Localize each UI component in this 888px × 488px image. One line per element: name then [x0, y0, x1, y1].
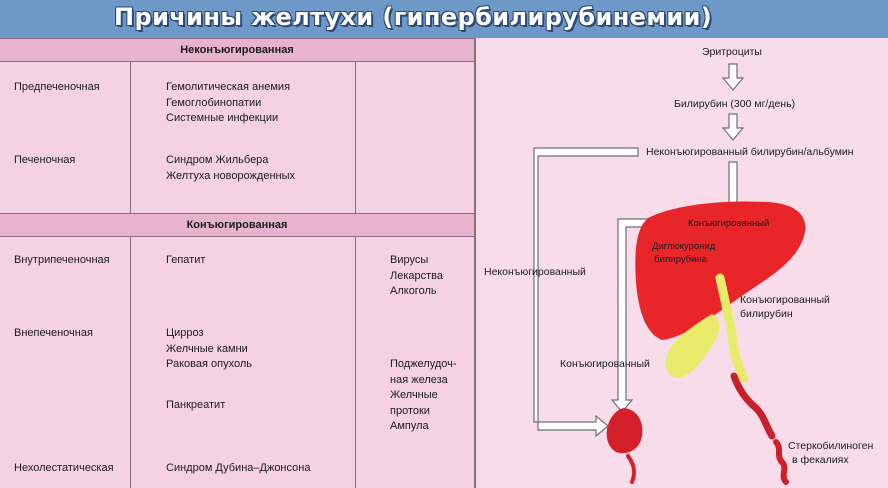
label-bilirubin: Билирубин (300 мг/день) — [674, 98, 796, 110]
cause-item: Гемоглобинопатии — [166, 96, 262, 109]
label-diglucuronide: билирубина — [654, 254, 707, 265]
detail-item: ная железа — [390, 373, 448, 386]
cause-item: Раковая опухоль — [166, 358, 252, 370]
table-right-border — [474, 38, 476, 488]
detail-item: Вирусы — [390, 254, 429, 266]
cause-item: Панкреатит — [166, 399, 226, 411]
section-header-conjugated: Конъюгированная — [0, 213, 474, 237]
column-divider — [355, 236, 356, 488]
column-divider — [130, 236, 131, 488]
bilirubin-metabolism-diagram: Эритроциты Билирубин (300 мг/день) Некон… — [476, 38, 888, 488]
page-title: Причины желтухи (гипербилирубинемии) — [114, 3, 713, 31]
label-unconjugated-side: Неконъюгированный — [484, 266, 586, 278]
label-unconjugated-albumin: Неконъюгированный билирубин/альбумин — [646, 146, 854, 158]
flow-arrow — [721, 63, 745, 91]
label-liver-conjugated: Конъюгированный — [688, 218, 770, 229]
cause-item: Желтуха новорожденных — [166, 169, 295, 182]
label-conjugated-lower: Конъюгированный — [560, 358, 650, 370]
feces-shape — [773, 439, 789, 485]
jaundice-causes-table: Неконъюгированная Предпеченочная Гемолит… — [0, 38, 476, 488]
flow-arrow — [721, 113, 745, 141]
detail-item: Желчные — [390, 389, 438, 401]
label-stercobilinogen: Стеркобилиноген — [788, 440, 874, 452]
kidney-shape — [606, 408, 643, 454]
label-diglucuronide: Диглюкуронид — [652, 241, 716, 252]
gallbladder-shape — [665, 314, 720, 378]
title-bar: Причины желтухи (гипербилирубинемии) — [0, 0, 888, 38]
conjugated-pathway-arrow — [610, 218, 651, 413]
label-conjugated-bilirubin: билирубин — [740, 308, 793, 320]
row-category-prehepatic: Предпеченочная — [14, 81, 100, 93]
row-category-intrahepatic: Внутрипеченочная — [14, 254, 110, 266]
cause-item: Цирроз — [166, 327, 204, 339]
label-erythrocytes: Эритроциты — [702, 46, 762, 58]
detail-item: Алкоголь — [390, 285, 437, 297]
detail-item: Ампула — [390, 420, 429, 432]
detail-item: Лекарства — [390, 269, 444, 282]
label-stercobilinogen: в фекалиях — [792, 454, 849, 466]
intestine-segment — [730, 372, 776, 440]
label-conjugated-bilirubin: Конъюгированный — [740, 294, 830, 306]
unconjugated-loop-arrow — [533, 147, 639, 438]
cause-item: Гепатит — [166, 254, 206, 266]
column-divider — [130, 61, 131, 213]
row-category-extrahepatic: Внепеченочная — [14, 327, 93, 339]
detail-item: протоки — [390, 404, 430, 417]
cause-item: Синдром Жильбера — [166, 154, 269, 166]
detail-item: Поджелудоч- — [390, 358, 457, 370]
liver-shape — [635, 201, 806, 340]
ureter-shape — [626, 454, 637, 484]
section-header-unconjugated: Неконъюгированная — [0, 38, 474, 62]
cause-item: Гемолитическая анемия — [166, 81, 291, 93]
diagram-graphics — [533, 63, 806, 485]
cause-item: Желчные камни — [166, 342, 248, 355]
cause-item: Синдром Дубина–Джонсона — [166, 462, 311, 474]
bile-duct — [715, 273, 749, 383]
cause-item: Системные инфекции — [166, 112, 279, 124]
row-category-hepatic: Печеночная — [14, 154, 76, 166]
row-category-noncholestatic: Нехолестатическая — [14, 462, 114, 474]
column-divider — [355, 61, 356, 213]
